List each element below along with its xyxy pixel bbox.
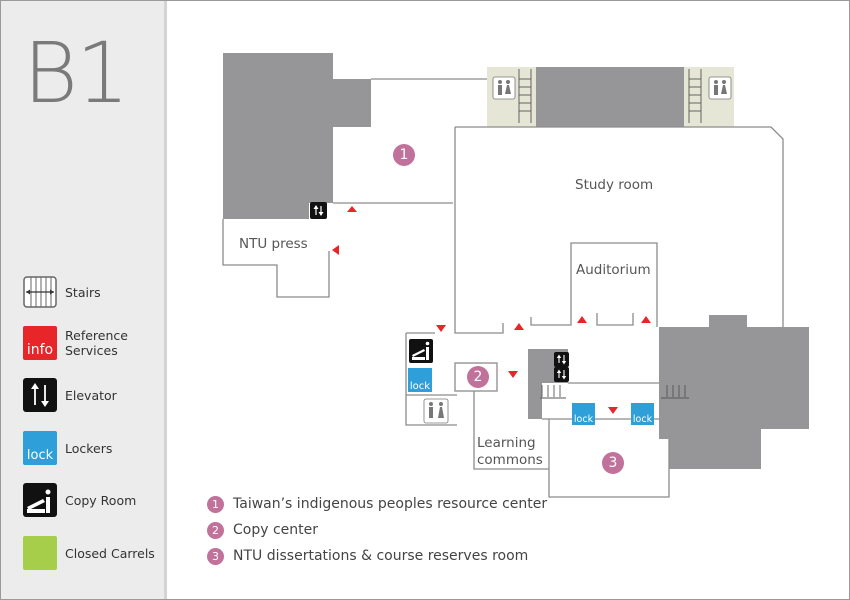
lock-icon-text: lock [574, 414, 594, 425]
room-label-learning-commons: Learning commons [477, 435, 543, 468]
entrance-arrow [577, 316, 587, 323]
lock-icon: lock [23, 431, 57, 465]
legend-item-copy-room: Copy Room [23, 483, 163, 517]
lock-icon-text: lock [410, 381, 430, 392]
legend-label: Reference Services [65, 328, 128, 358]
stairs-icon [23, 275, 57, 309]
lock-icon: lock [408, 368, 432, 392]
info-icon-text: info [26, 342, 54, 358]
note-marker: 2 [207, 521, 224, 539]
restroom-icon-1 [492, 76, 516, 100]
area-marker-1: 1 [393, 144, 415, 166]
area-marker-2: 2 [467, 366, 489, 388]
legend-label: Lockers [65, 440, 113, 456]
floor-title: B1 [23, 24, 129, 122]
note-marker: 3 [207, 547, 224, 565]
closed-carrels-icon [23, 536, 57, 570]
legend-item-closed-carrels: Closed Carrels [23, 536, 163, 570]
stairs-icon [661, 385, 689, 399]
legend-label: Closed Carrels [65, 545, 155, 561]
legend-item-elevator: Elevator [23, 378, 163, 412]
entrance-arrow [332, 245, 339, 255]
legend-label: Copy Room [65, 492, 137, 508]
area-marker-3: 3 [602, 452, 624, 474]
entrance-arrow [514, 323, 524, 330]
legend-item-stairs: Stairs [23, 275, 163, 309]
entrance-arrow [508, 371, 518, 378]
entrance-arrows [332, 206, 651, 414]
lock-icon-text: lock [633, 414, 653, 425]
entrance-arrow [347, 206, 357, 212]
stairs-symbols [518, 69, 702, 399]
note-item: 3 NTU dissertations & course reserves ro… [207, 546, 528, 566]
note-text: Taiwan’s indigenous peoples resource cen… [233, 496, 548, 512]
elevator-icon [310, 202, 327, 219]
legend-sidebar: B1 Stairs info Ref [1, 1, 167, 599]
room-label-auditorium: Auditorium [576, 262, 651, 278]
legend-item-lockers: lock Lockers [23, 431, 163, 465]
gray-blocks [223, 53, 809, 469]
stairs-icon [518, 69, 532, 123]
elevator-icon [554, 367, 569, 382]
note-item: 2 Copy center [207, 520, 318, 540]
walls [222, 78, 784, 498]
restroom-icon-2 [708, 76, 732, 100]
stairs-icon [540, 385, 566, 399]
copy-room-icon [23, 483, 57, 517]
lock-icon: lock [631, 403, 654, 425]
copy-room-icon [409, 339, 433, 363]
stairs-icon [688, 69, 702, 123]
lock-icon: lock [572, 403, 595, 425]
room-label-study-room: Study room [575, 177, 654, 193]
restroom-icon-3 [423, 398, 449, 424]
entrance-arrow [436, 325, 446, 332]
legend-label: Elevator [65, 387, 117, 403]
note-item: 1 Taiwan’s indigenous peoples resource c… [207, 494, 547, 514]
note-text: NTU dissertations & course reserves room [233, 548, 529, 564]
entrance-arrow [641, 316, 651, 323]
legend-label: Stairs [65, 284, 101, 300]
note-text: Copy center [233, 522, 319, 538]
room-label-ntu-press: NTU press [239, 236, 308, 252]
info-icon: info [23, 326, 57, 360]
legend-item-reference: info Reference Services [23, 326, 163, 360]
elevator-icon [554, 352, 569, 367]
note-marker: 1 [207, 495, 224, 513]
elevator-icon [23, 378, 57, 412]
lock-icon-text: lock [26, 448, 54, 463]
entrance-arrow [608, 407, 618, 414]
